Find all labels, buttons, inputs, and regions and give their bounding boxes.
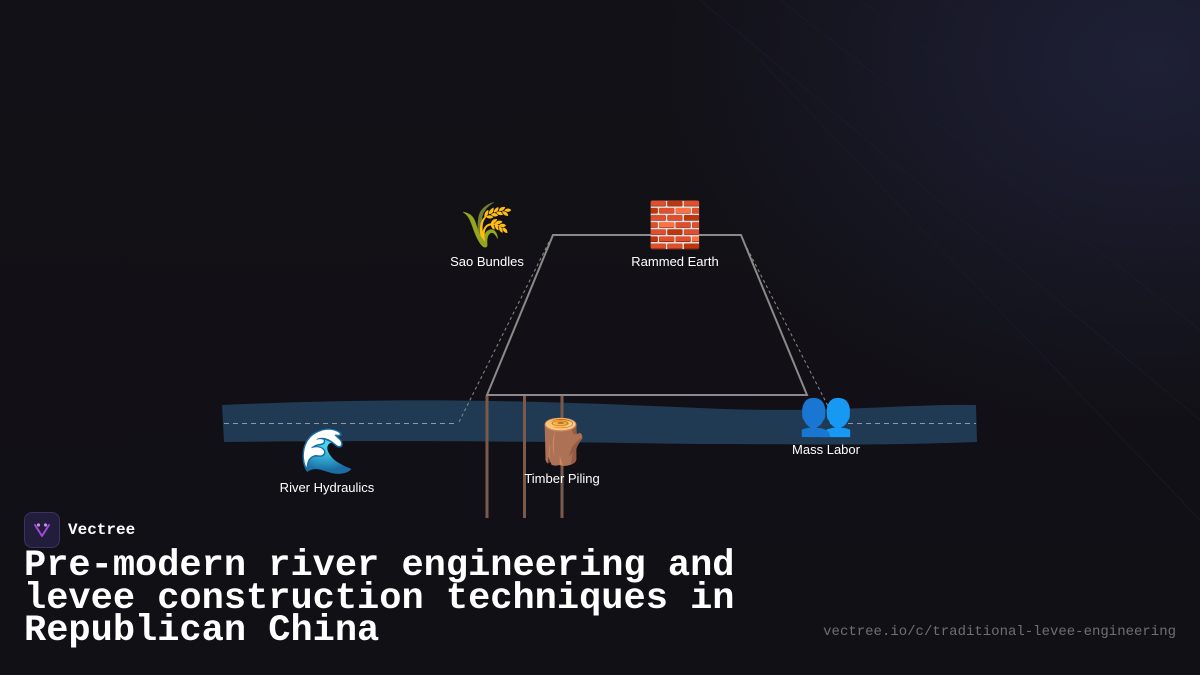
node-label: River Hydraulics [279, 480, 375, 495]
brick-wall-icon: 🧱 [647, 200, 703, 251]
brand[interactable]: Vectree [24, 512, 135, 548]
slope-guide-right [746, 247, 831, 411]
people-icon: 👥 [798, 388, 854, 439]
river-band [222, 400, 977, 445]
water-wave-icon: 🌊 [299, 426, 355, 477]
page-title: Pre-modern river engineering and levee c… [24, 545, 735, 652]
node-sao-bundles: 🌾 Sao Bundles [450, 200, 524, 269]
wheat-sheaf-icon: 🌾 [459, 200, 515, 251]
wood-log-icon: 🪵 [534, 417, 590, 468]
source-url[interactable]: vectree.io/c/traditional-levee-engineeri… [823, 624, 1176, 640]
brand-name: Vectree [68, 521, 136, 539]
node-rammed-earth: 🧱 Rammed Earth [631, 200, 718, 269]
timber-piles [485, 396, 564, 518]
node-label: Timber Piling [524, 471, 600, 486]
vectree-logo-icon [24, 512, 60, 548]
node-river-hydraulics: 🌊 River Hydraulics [280, 426, 375, 495]
node-mass-labor: 👥 Mass Labor [792, 388, 860, 457]
node-label: Sao Bundles [450, 254, 524, 269]
levee-cross-section [485, 234, 809, 396]
node-label: Mass Labor [792, 442, 860, 457]
slope-guide-left [457, 241, 550, 425]
node-label: Rammed Earth [631, 254, 719, 269]
node-timber-piling: 🪵 Timber Piling [524, 417, 599, 486]
